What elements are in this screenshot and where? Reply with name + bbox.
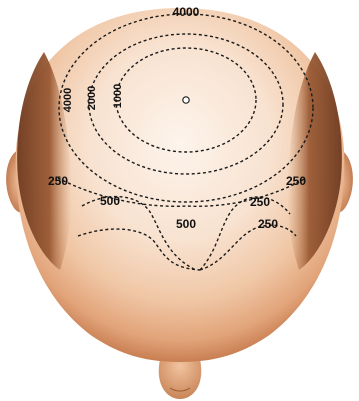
crown-center-point [183, 97, 189, 103]
label-vertical-1000: 1000 [112, 84, 124, 108]
label-center-500: 500 [176, 217, 196, 231]
label-left-250: 250 [48, 174, 68, 188]
label-vertical-2000: 2000 [86, 86, 98, 110]
label-right-250: 250 [286, 174, 306, 188]
label-vertical-4000: 4000 [62, 88, 74, 112]
label-right-250-lower: 250 [258, 217, 278, 231]
label-top-4000: 4000 [173, 5, 200, 19]
label-right-250-upper: 250 [250, 195, 270, 209]
label-left-500: 500 [100, 194, 120, 208]
